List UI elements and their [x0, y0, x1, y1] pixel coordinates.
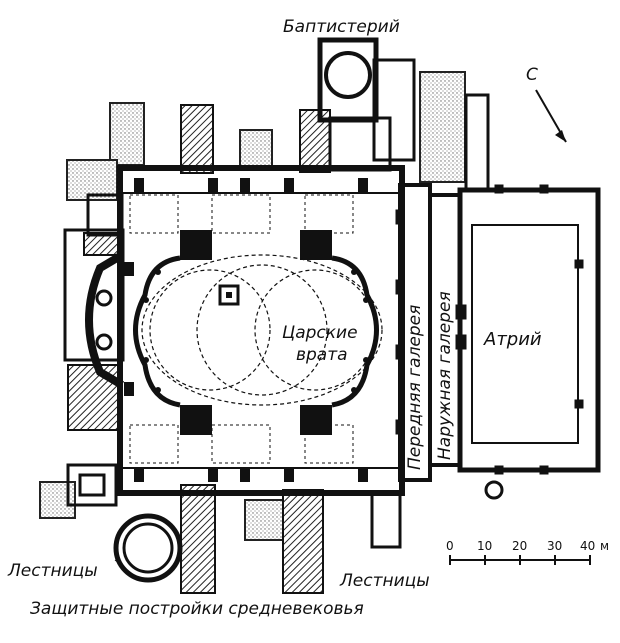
scale-tick-0: 0 — [446, 539, 454, 553]
north-arrow-head-icon — [555, 130, 566, 142]
stipple-annexes — [39, 71, 466, 541]
stair-towers — [66, 463, 504, 583]
stairs-label-right: Лестницы — [339, 571, 430, 591]
stairs-label-left: Лестницы — [7, 561, 98, 581]
baptistery-building — [317, 37, 490, 192]
defensive-buildings-label: Защитные постройки средневековья — [30, 599, 364, 619]
atrium-label: Атрий — [483, 329, 542, 350]
atrium — [457, 184, 601, 475]
outer-gallery-label: Наружная галерея — [435, 291, 455, 460]
north-label: С — [526, 65, 538, 85]
royal-gates-label-1: Царские — [282, 323, 358, 343]
scale-tick-40: 40 — [580, 539, 595, 553]
buttresses-hatched — [67, 104, 331, 594]
front-gallery-label: Передняя галерея — [405, 305, 425, 470]
scale-tick-20: 20 — [512, 539, 527, 553]
church-body — [63, 165, 405, 496]
scale-bar: 0 10 20 30 40 м — [446, 539, 609, 565]
scale-tick-30: 30 — [547, 539, 562, 553]
royal-gates-label-2: врата — [296, 345, 348, 365]
scale-tick-10: 10 — [477, 539, 492, 553]
scale-unit: м — [600, 539, 609, 553]
baptistery-label: Баптистерий — [283, 17, 400, 37]
